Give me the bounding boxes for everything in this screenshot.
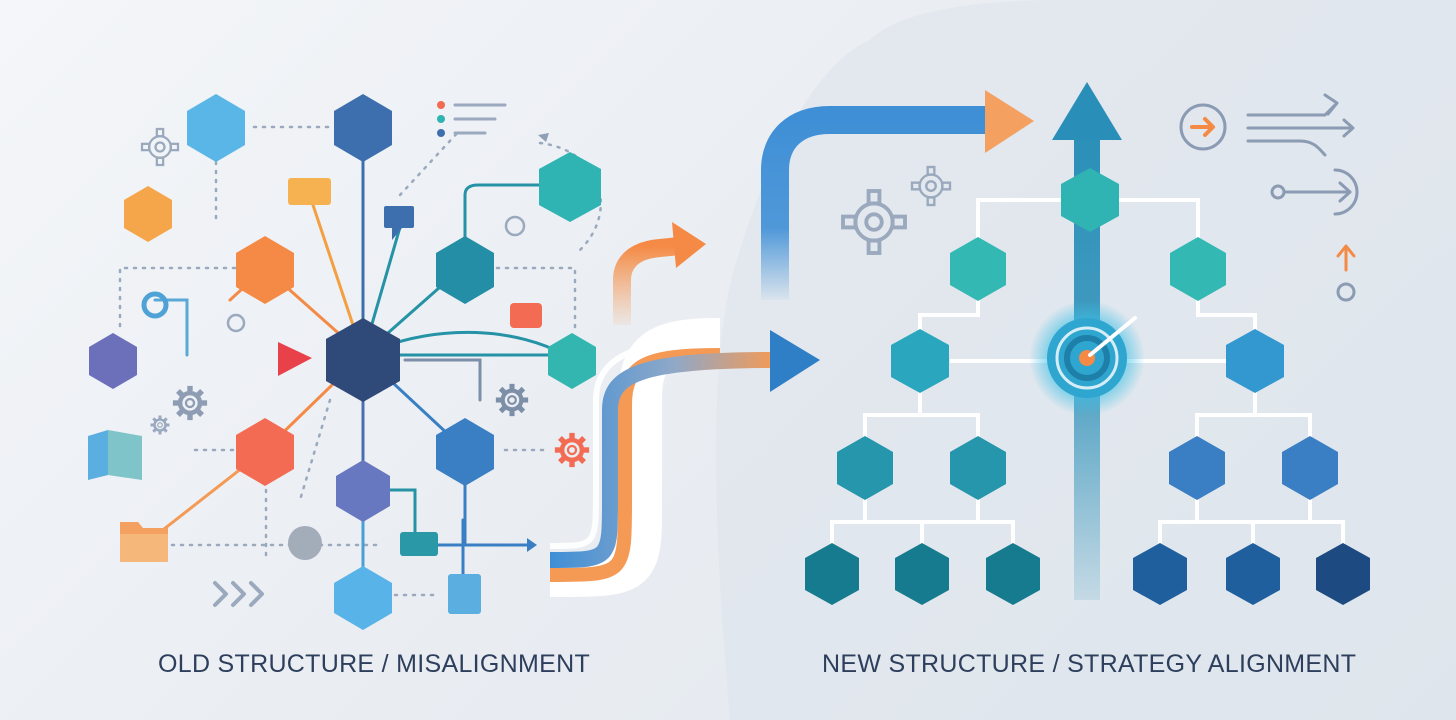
hexagon-node bbox=[950, 237, 1006, 301]
hexagon-node bbox=[1061, 168, 1119, 232]
square-node bbox=[288, 178, 331, 205]
hexagon-node bbox=[1316, 543, 1370, 605]
arrow-up-icon bbox=[1336, 244, 1356, 302]
strategy-arrow-head bbox=[1052, 82, 1122, 140]
hexagon-node bbox=[1226, 329, 1284, 393]
square-node bbox=[448, 574, 481, 614]
gear-icon bbox=[140, 127, 180, 167]
hexagon-node bbox=[548, 333, 596, 389]
hexagon-node bbox=[837, 436, 893, 500]
hexagon-node bbox=[236, 236, 294, 304]
arrow-circle-right-icon bbox=[1270, 168, 1359, 216]
hexagon-node bbox=[334, 94, 392, 162]
folder-icon bbox=[88, 430, 142, 480]
refresh-arrow-icon bbox=[538, 133, 549, 142]
gear-icon bbox=[555, 433, 589, 467]
gear-icon bbox=[149, 414, 171, 436]
gear-icon bbox=[173, 386, 207, 420]
hexagon-node bbox=[1226, 543, 1280, 605]
new-structure-hierarchy bbox=[805, 82, 1370, 605]
hexagon-node bbox=[1282, 436, 1338, 500]
transformation-arrows bbox=[549, 90, 1034, 597]
hexagon-node bbox=[236, 418, 294, 486]
chat-bubble-icon bbox=[384, 206, 414, 240]
folder-icon bbox=[120, 522, 168, 562]
old-structure-network bbox=[88, 94, 603, 630]
hexagon-node bbox=[187, 94, 245, 162]
hexagon-node bbox=[805, 543, 859, 605]
hexagon-node bbox=[336, 460, 390, 522]
circle-node bbox=[288, 526, 322, 560]
hexagon-node bbox=[436, 236, 494, 304]
hexagon-node bbox=[891, 329, 949, 393]
list-icon bbox=[437, 101, 507, 137]
target-icon bbox=[1029, 300, 1145, 416]
hexagon-node bbox=[1169, 436, 1225, 500]
hub-hexagon bbox=[326, 318, 400, 402]
hexagon-node bbox=[334, 566, 392, 630]
hexagon-node bbox=[89, 333, 137, 389]
square-node bbox=[400, 532, 438, 556]
hexagon-node bbox=[1170, 237, 1226, 301]
hexagon-node bbox=[436, 418, 494, 486]
chevrons-right-icon bbox=[213, 581, 264, 607]
hexagon-node bbox=[1133, 543, 1187, 605]
square-node bbox=[510, 303, 542, 328]
hexagon-node bbox=[950, 436, 1006, 500]
arrow-circle-right-icon bbox=[1179, 103, 1227, 151]
hexagon-node bbox=[539, 152, 601, 222]
hexagon-node bbox=[895, 543, 949, 605]
gear-icon bbox=[496, 384, 528, 416]
caption-new-structure: NEW STRUCTURE / STRATEGY ALIGNMENT bbox=[822, 650, 1357, 678]
caption-old-structure: OLD STRUCTURE / MISALIGNMENT bbox=[158, 650, 591, 678]
arrows-right-icon bbox=[1246, 93, 1355, 157]
hexagon-node bbox=[124, 186, 172, 242]
hexagon-node bbox=[986, 543, 1040, 605]
